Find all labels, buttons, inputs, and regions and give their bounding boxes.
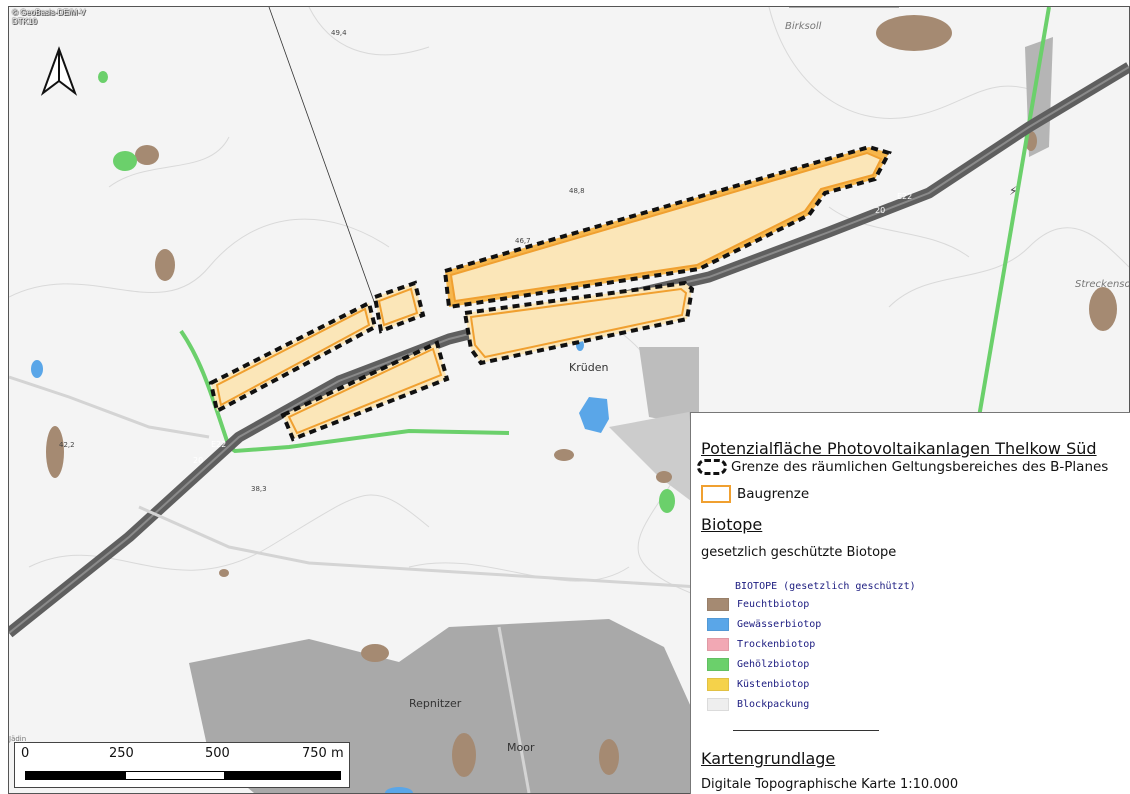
credit-line-2: DTK10 xyxy=(12,17,37,26)
swatch-kuestenbiotop xyxy=(707,678,729,691)
field-boundaries xyxy=(268,6,899,308)
label-blockpackung: Blockpackung xyxy=(737,699,810,710)
legend-kartengrundlage-heading: Kartengrundlage xyxy=(701,749,836,768)
elevation-4: 42,2 xyxy=(59,441,75,449)
place-krueden: Krüden xyxy=(569,361,608,374)
label-gehoelzbiotop: Gehölzbiotop xyxy=(737,659,810,670)
scale-bar: 0 250 500 750 m xyxy=(14,742,350,788)
biotope-row-feucht: Feuchtbiotop xyxy=(707,598,809,611)
road-label-e22-a: E22 xyxy=(211,440,226,449)
swatch-feuchtbiotop xyxy=(707,598,729,611)
legend-title: Potenzialfläche Photovoltaikanlagen Thel… xyxy=(701,439,1097,458)
north-arrow-icon xyxy=(40,46,78,96)
biotope-row-kuesten: Küstenbiotop xyxy=(707,678,809,691)
label-feuchtbiotop: Feuchtbiotop xyxy=(737,599,810,610)
elevation-5: 38,3 xyxy=(251,485,267,493)
scale-label-250: 250 xyxy=(109,746,134,761)
legend-kartengrundlage-text: Digitale Topographische Karte 1:10.000 xyxy=(701,777,959,792)
legend-baugrenze-row: Baugrenze xyxy=(697,485,809,503)
boundary-symbol xyxy=(697,459,727,475)
road-label-e22-b: E22 xyxy=(897,192,912,201)
legend-baugrenze-label: Baugrenze xyxy=(737,486,810,502)
scale-segment-3 xyxy=(225,771,341,780)
map-credit: © GeoBasis-DE/M-V DTK10 xyxy=(12,8,85,26)
label-gewaesserbiotop: Gewässerbiotop xyxy=(737,619,822,630)
edge-text: Jädin xyxy=(9,735,26,743)
scale-label-500: 500 xyxy=(205,746,230,761)
svg-text:⚡: ⚡ xyxy=(1009,184,1017,198)
scale-label-0: 0 xyxy=(21,746,30,761)
scale-label-750: 750 m xyxy=(302,746,344,761)
legend-divider xyxy=(733,730,879,731)
pv-plots[interactable] xyxy=(208,144,892,442)
map-labels: Krüden Birksoll Streckenso Repnitzer Moo… xyxy=(8,21,1130,754)
map-legend: Potenzialfläche Photovoltaikanlagen Thel… xyxy=(690,412,1130,794)
baugrenze-symbol xyxy=(701,485,731,503)
elevation-3: 46,7 xyxy=(515,237,531,245)
road-label-20-a: 20 xyxy=(193,456,203,465)
swatch-blockpackung xyxy=(707,698,729,711)
label-trockenbiotop: Trockenbiotop xyxy=(737,639,816,650)
credit-line-1: © GeoBasis-DE/M-V xyxy=(12,8,86,17)
legend-biotope-subtitle: gesetzlich geschützte Biotope xyxy=(701,545,897,560)
swatch-trockenbiotop xyxy=(707,638,729,651)
scale-segment-1 xyxy=(25,771,125,780)
woodland-biotopes xyxy=(98,6,1051,513)
place-birksoll: Birksoll xyxy=(785,21,822,32)
elevation-2: 48,8 xyxy=(569,187,585,195)
place-streckensoll: Streckenso xyxy=(1075,279,1129,290)
label-kuestenbiotop: Küstenbiotop xyxy=(737,679,810,690)
place-repnitzer: Repnitzer xyxy=(409,697,462,710)
swatch-gehoelzbiotop xyxy=(707,658,729,671)
biotope-row-block: Blockpackung xyxy=(707,698,809,711)
secondary-roads xyxy=(8,375,700,794)
biotope-row-gehoelz: Gehölzbiotop xyxy=(707,658,809,671)
water-biotopes xyxy=(31,339,609,794)
transmission-tower-icon: ⚡ xyxy=(1009,184,1017,198)
swatch-gewaesserbiotop xyxy=(707,618,729,631)
biotope-layer-title: BIOTOPE (gesetzlich geschützt) xyxy=(735,581,916,592)
biotope-row-gewaesser: Gewässerbiotop xyxy=(707,618,821,631)
biotope-row-trocken: Trockenbiotop xyxy=(707,638,815,651)
legend-boundary-label: Grenze des räumlichen Geltungsbereiches … xyxy=(731,459,1109,475)
wetland-biotopes xyxy=(46,15,1117,777)
legend-boundary-row: Grenze des räumlichen Geltungsbereiches … xyxy=(697,459,1108,475)
elevation-1: 49,4 xyxy=(331,29,347,37)
contour-lines xyxy=(8,6,1130,608)
road-label-20-b: 20 xyxy=(875,206,885,215)
place-moor: Moor xyxy=(507,741,535,754)
legend-biotope-heading: Biotope xyxy=(701,515,763,534)
scale-segment-2 xyxy=(125,771,225,780)
